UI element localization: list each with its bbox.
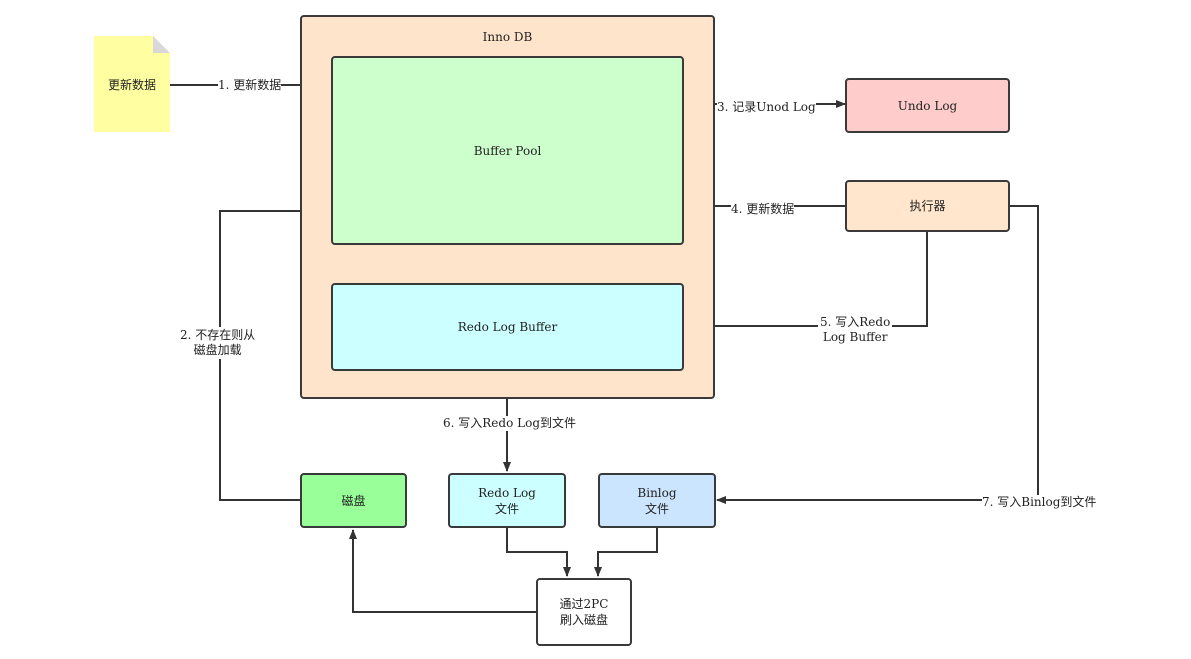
edge-redo-to-2pc-line [506,527,571,577]
edge-6-label: 6. 写入Redo Log到文件 [443,416,576,431]
edge-binlog-to-2pc-line [594,527,658,577]
edge-2-label: 2. 不存在则从 磁盘加载 [178,327,258,359]
edge-2-label-line2: 磁盘加载 [193,343,242,357]
binlog-file-label-line1: Binlog [637,485,677,500]
edge-7-label: 7. 写入Binlog到文件 [982,495,1097,510]
innodb-title: Inno DB [482,30,533,44]
two-pc-label-line2: 刷入磁盘 [559,613,608,627]
buffer-pool-label: Buffer Pool [473,143,542,158]
redo-log-file-label-line2: 文件 [494,501,519,516]
executor-node: 执行器 [845,180,1010,232]
edge-5-line [684,231,928,330]
edge-5-label: 5. 写入Redo Log Buffer [818,314,893,346]
edge-5-label-line2: Log Buffer [822,330,888,344]
two-pc-label-line1: 通过2PC [559,597,609,611]
redo-log-buffer-label: Redo Log Buffer [457,320,558,334]
buffer-pool-node: Buffer Pool [331,56,684,245]
disk-label: 磁盘 [341,493,366,508]
edge-3-label: 3. 记录Unod Log [717,100,816,115]
two-pc-node: 通过2PC 刷入磁盘 [536,578,632,646]
note-text: 更新数据 [107,77,156,92]
redo-log-file-node: Redo Log 文件 [448,473,566,528]
binlog-file-node: Binlog 文件 [598,473,716,528]
edge-1-label: 1. 更新数据 [218,78,282,93]
redo-log-file-label-line1: Redo Log [478,485,536,500]
edge-2-label-line1: 2. 不存在则从 [180,328,256,342]
edge-4-label: 4. 更新数据 [731,202,795,217]
redo-log-buffer-node: Redo Log Buffer [331,283,684,371]
undo-log-label: Undo Log [897,98,958,113]
undo-log-node: Undo Log [845,78,1010,133]
edge-2pc-to-disk-line [349,529,536,613]
binlog-file-label-line2: 文件 [644,501,669,516]
edge-5-label-line1: 5. 写入Redo [820,315,891,329]
edge-7-line [716,205,1039,504]
disk-node: 磁盘 [300,473,407,528]
executor-label: 执行器 [909,199,946,213]
